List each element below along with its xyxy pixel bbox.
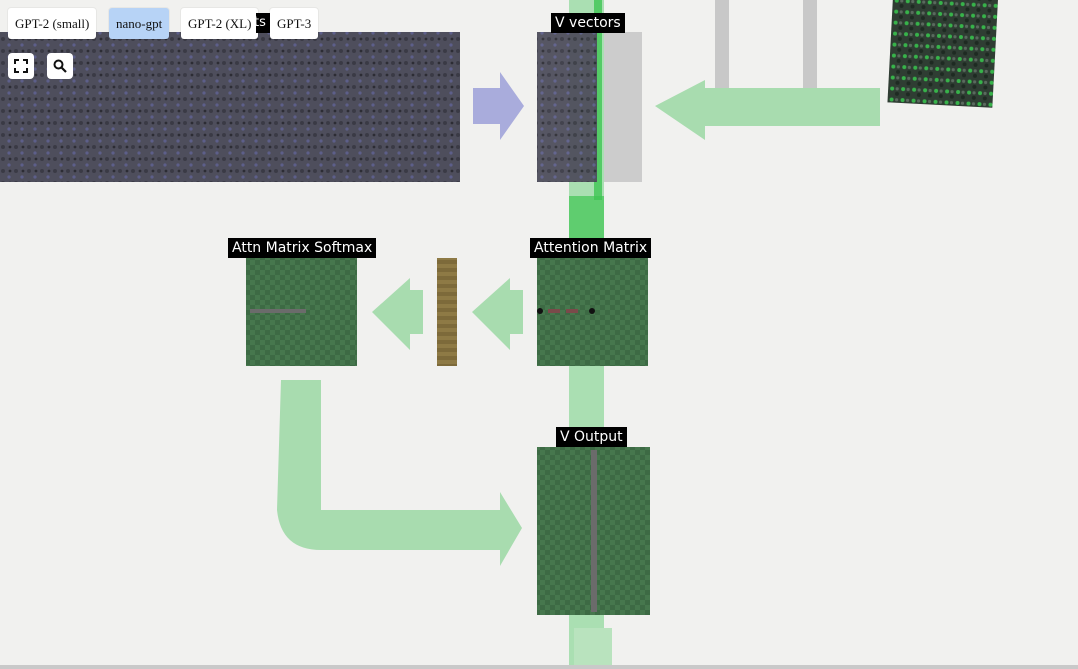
attn-softmax-label: Attn Matrix Softmax — [228, 238, 377, 258]
model-button-gpt2-xl[interactable]: GPT-2 (XL) — [181, 8, 259, 39]
model-button-gpt3[interactable]: GPT-3 — [270, 8, 319, 39]
v-output-label: V Output — [556, 427, 627, 447]
v-shadow — [604, 32, 642, 182]
hidden-label: ts — [256, 13, 270, 33]
flow-arrow-right — [473, 72, 524, 140]
model-button-gpt2-small[interactable]: GPT-2 (small) — [8, 8, 97, 39]
flow-arrow-left — [655, 80, 880, 140]
flow-arrow-left — [472, 278, 523, 350]
expand-icon — [14, 59, 28, 73]
residual-stream-core — [594, 0, 602, 200]
softmax-normalizer-column — [437, 258, 457, 366]
flow-arrow-left — [372, 278, 423, 350]
v-vectors-label: V vectors — [551, 13, 625, 33]
v-output-column — [591, 450, 597, 612]
search-icon — [53, 59, 67, 73]
flow-arrow-curve — [277, 380, 522, 566]
guide-bar — [803, 0, 817, 105]
v-vectors-matrix — [537, 32, 597, 182]
guide-bar — [715, 0, 729, 105]
expand-button[interactable] — [8, 53, 34, 79]
residual-stream-bottom — [574, 628, 612, 669]
softmax-row — [250, 309, 306, 313]
model-button-nano-gpt[interactable]: nano-gpt — [109, 8, 170, 39]
input-matrix — [0, 32, 460, 182]
attention-matrix-label: Attention Matrix — [530, 238, 652, 258]
weight-matrix-top-right — [887, 0, 999, 108]
search-button[interactable] — [47, 53, 73, 79]
viewport-bottom-edge — [0, 665, 1078, 669]
attention-row — [537, 308, 595, 314]
